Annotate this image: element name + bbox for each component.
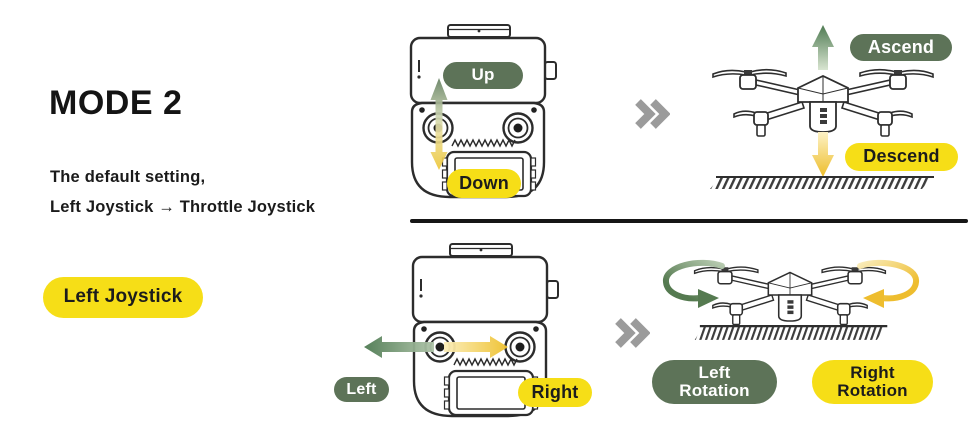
subtitle-line-1: The default setting, [50, 168, 206, 186]
up-label: Up [443, 62, 523, 89]
right-label: Right [518, 378, 592, 407]
subtitle-line-2: Left Joystick → Throttle Joystick [50, 198, 316, 216]
page-title: MODE 2 [49, 84, 183, 122]
left-label: Left [334, 377, 389, 402]
right-rotation-line2: Rotation [837, 381, 908, 400]
left-right-stick-arrows [364, 336, 508, 358]
left-rotation-line1: Left [698, 362, 731, 382]
left-joystick-badge: Left Joystick [43, 277, 203, 318]
left-rotation-arrow [663, 259, 725, 308]
descend-label: Descend [845, 143, 958, 171]
left-rotation-label: Left Rotation [652, 360, 777, 404]
ascend-descend-arrows [812, 25, 834, 177]
right-rotation-line1: Right [850, 362, 895, 382]
section-divider [410, 219, 968, 223]
down-label: Down [447, 169, 521, 198]
ascend-label: Ascend [850, 34, 952, 61]
ground-line [708, 176, 936, 190]
double-chevron-right-icon [634, 99, 670, 129]
up-down-stick-arrow [430, 78, 448, 170]
ground-line [693, 325, 889, 341]
right-rotation-label: Right Rotation [812, 360, 933, 404]
right-rotation-arrow [857, 259, 919, 308]
left-rotation-line2: Rotation [679, 381, 750, 400]
double-chevron-right-icon [614, 318, 650, 348]
